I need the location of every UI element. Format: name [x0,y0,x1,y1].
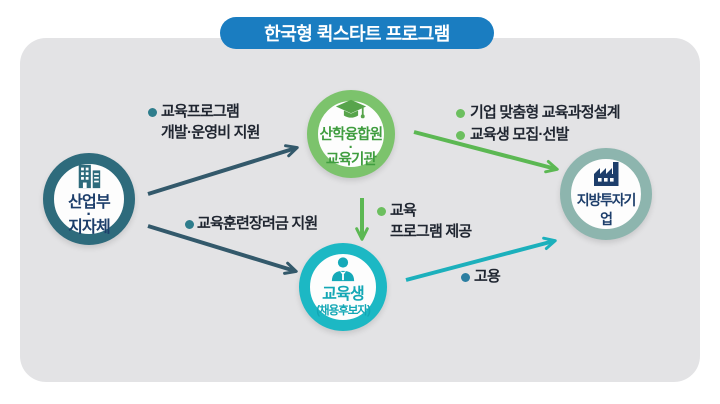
edge-label-recruitment: 교육생 모집·선발 [470,126,569,143]
factory-icon [590,160,622,188]
bullet-training-incentive [185,220,194,229]
diagram-title-banner: 한국형 퀵스타트 프로그램 [220,17,494,49]
node-ministry-label-line1: 산업부 [68,193,111,211]
edge-label-program-support-line2: 개발·운영비 지원 [161,124,260,141]
diagram-title: 한국형 퀵스타트 프로그램 [264,24,450,44]
node-ministry-label-dot: · [86,205,92,223]
node-ministry-local-gov: 산업부 · 지자체 [43,153,135,245]
edge-label-training-incentive: 교육훈련장려금 지원 [197,215,318,232]
bullet-custom-curriculum [456,109,465,118]
edge-label-program-provide: 교육 프로그램 제공 [390,200,472,242]
node-trainee-sublabel: (채용후보자) [316,305,371,317]
node-trainee: 교육생 (채용후보자) [299,243,387,331]
node-institute-label-line1: 산학융합원 [319,126,383,143]
edge-label-employment: 고용 [474,268,501,285]
bullet-program-provide [377,207,386,216]
bullet-recruitment [456,131,465,140]
node-trainee-label: 교육생 [322,286,365,303]
edge-label-custom-curriculum: 기업 맞춤형 교육과정설계 [470,104,621,121]
edge-label-program-provide-line1: 교육 [390,202,417,219]
edge-label-program-support-line1: 교육프로그램 [161,103,240,120]
bullet-program-support [148,108,157,117]
node-institute-label-dot: · [348,139,354,156]
person-icon [329,256,357,282]
node-education-institute: 산학융합원 · 교육기관 [307,90,395,178]
graduation-cap-icon [335,99,367,123]
node-local-investment-company: 지방투자기업 [560,148,652,240]
node-ministry-label-line2: 지자체 [68,218,111,236]
edge-label-program-support: 교육프로그램 개발·운영비 지원 [161,101,260,143]
node-company-label: 지방투자기업 [576,191,637,227]
bullet-employment [461,273,470,282]
building-icon [75,162,103,190]
node-institute-label-line2: 교육기관 [325,151,377,168]
edge-label-program-provide-line2: 프로그램 제공 [390,223,472,240]
